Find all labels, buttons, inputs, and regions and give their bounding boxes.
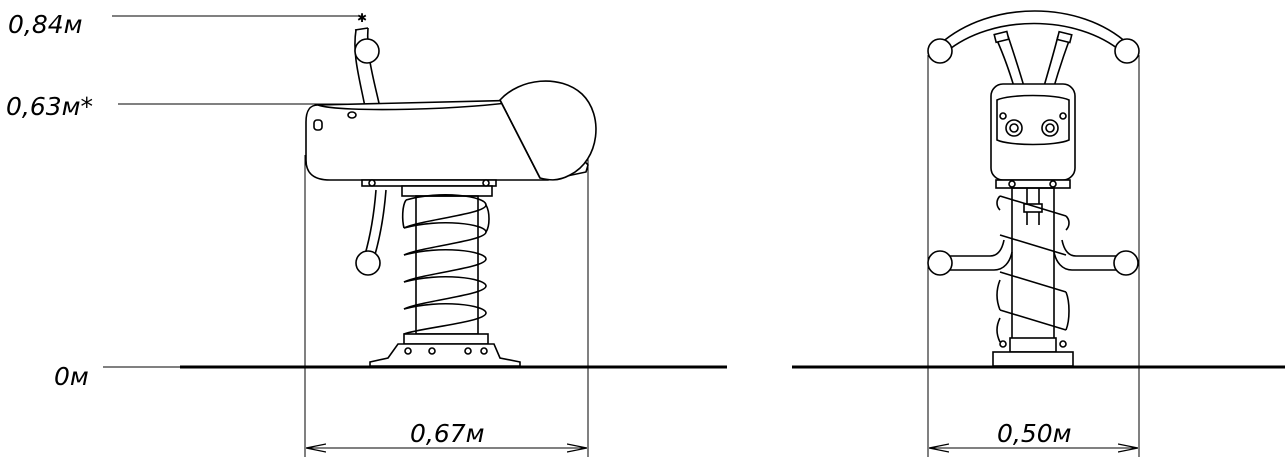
spring-bottom-collar xyxy=(403,333,489,345)
arm-right-top xyxy=(1061,239,1126,257)
nose-bump xyxy=(313,119,323,131)
side-view: 0,84м 0,63м* 0м 0,67м ✱ xyxy=(6,10,727,457)
arm-left-top xyxy=(940,239,1005,257)
bolt-icon xyxy=(464,347,472,355)
handle-bar-front xyxy=(354,29,367,113)
eye-icon xyxy=(347,111,357,119)
spring-top-plate xyxy=(361,179,497,187)
face-panel xyxy=(996,94,1070,146)
front-spring-coils xyxy=(996,195,1070,343)
bolt-icon xyxy=(1008,180,1016,188)
antenna-cap-right xyxy=(1056,30,1073,44)
arm-knob-left xyxy=(927,250,953,276)
bolt-icon xyxy=(999,112,1007,120)
arm-knob-right xyxy=(1113,250,1139,276)
foot-bar-front xyxy=(363,189,377,259)
front-bottom-collar xyxy=(1009,337,1057,353)
height-top-label: 0,84м xyxy=(8,10,83,39)
height-seat-label: 0,63м* xyxy=(6,92,93,121)
rider-head xyxy=(499,80,597,181)
head-seam xyxy=(499,99,541,179)
handle-arc-inner xyxy=(945,22,1123,53)
ground-label: 0м xyxy=(54,362,89,391)
bolt-icon xyxy=(999,340,1007,348)
bolt-icon xyxy=(1059,112,1067,120)
front-base-plate xyxy=(992,351,1074,367)
spring-coils xyxy=(401,194,490,335)
handle-knob-right xyxy=(1114,38,1140,64)
antenna-cap-left xyxy=(993,30,1010,44)
bolt-icon xyxy=(1049,180,1057,188)
front-view: 0,50м xyxy=(792,10,1285,457)
bolt-icon xyxy=(404,347,412,355)
handle-bar-back xyxy=(366,27,382,113)
eye-right-pupil xyxy=(1045,123,1055,133)
bolt-icon xyxy=(480,347,488,355)
base-plate xyxy=(369,343,521,367)
length-label: 0,67м xyxy=(410,419,485,448)
width-label: 0,50м xyxy=(997,419,1072,448)
bolt-icon xyxy=(1059,340,1067,348)
spring-core xyxy=(415,195,479,335)
handle-cap xyxy=(354,27,369,31)
handle-arc-outer xyxy=(939,10,1129,45)
foot-bar-back xyxy=(373,189,387,259)
front-top-plate xyxy=(995,179,1071,189)
foot-knob xyxy=(355,250,381,276)
bolt-icon xyxy=(482,179,490,187)
handle-knob-left xyxy=(927,38,953,64)
eye-left-pupil xyxy=(1009,123,1019,133)
bolt-icon xyxy=(368,179,376,187)
handle-knob xyxy=(354,38,380,64)
bolt-icon xyxy=(428,347,436,355)
asterisk-mark-icon: ✱ xyxy=(357,11,367,25)
